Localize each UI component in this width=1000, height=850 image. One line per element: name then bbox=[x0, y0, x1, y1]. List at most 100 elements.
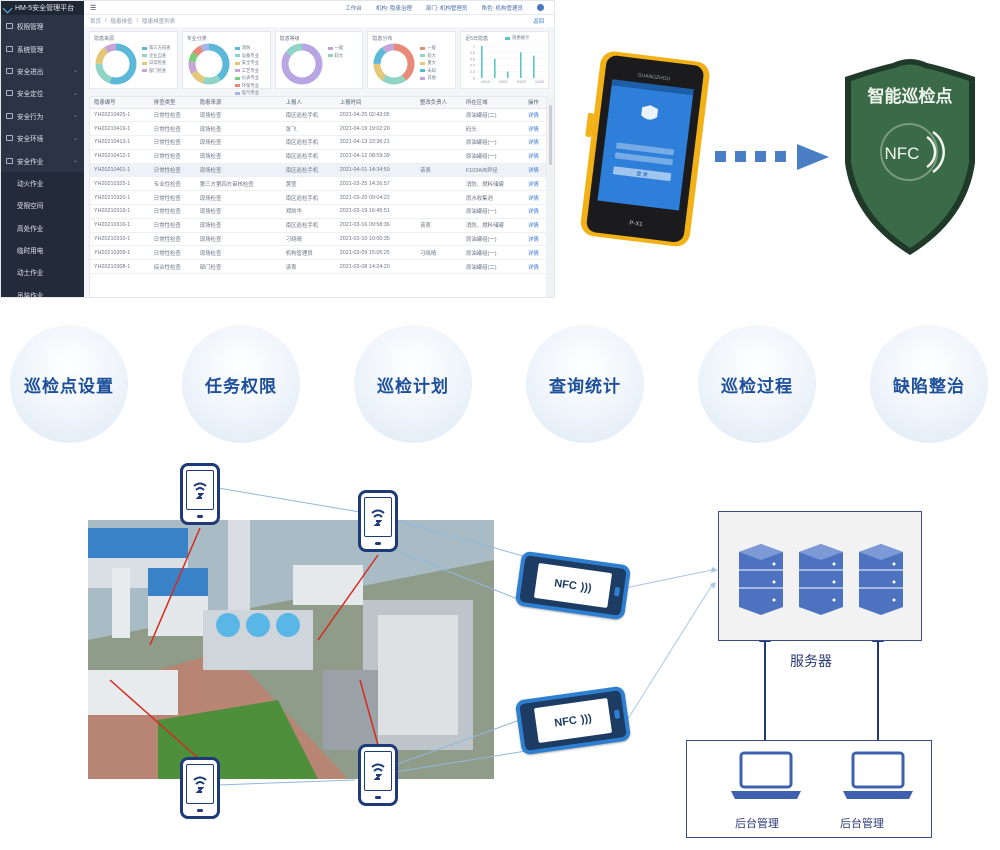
table-cell: YH20210308-1 bbox=[90, 259, 150, 275]
arrow-dot bbox=[755, 151, 766, 162]
legend-swatch bbox=[142, 54, 147, 57]
sidebar-item-label: 安全行为 bbox=[17, 113, 44, 121]
legend-label: 较大 bbox=[427, 52, 436, 58]
legend-label: 电气专业 bbox=[241, 90, 259, 95]
table-cell: 日常性检查 bbox=[149, 149, 196, 164]
hazard-table-grid: 隐患编号排查类型隐患来源上报人上报时间整改负责人所在区域操作 YH2021042… bbox=[90, 97, 546, 275]
sidebar-item[interactable]: 临时用电 bbox=[1, 238, 84, 262]
sidebar-item[interactable]: 安全定位⌄ bbox=[1, 82, 84, 104]
sidebar-item[interactable]: 权限管理 bbox=[1, 15, 84, 37]
legend-swatch bbox=[234, 76, 240, 80]
row-detail-link[interactable]: 详情 bbox=[523, 204, 546, 219]
table-cell: 南区巡检手机 bbox=[281, 163, 336, 178]
legend-item: 消防 bbox=[234, 45, 259, 51]
menu-icon[interactable]: ☰ bbox=[90, 4, 97, 12]
table-scrollbar[interactable] bbox=[548, 97, 553, 297]
user-avatar[interactable] bbox=[537, 4, 544, 11]
legend-swatch bbox=[142, 69, 147, 72]
row-detail-link[interactable]: 详情 bbox=[523, 163, 546, 178]
donut-slice bbox=[188, 43, 230, 85]
sidebar-item[interactable]: 安全环境⌄ bbox=[1, 127, 84, 149]
sidebar-item[interactable]: 安全进出⌄ bbox=[1, 60, 84, 82]
legend-item: 部门检查 bbox=[142, 68, 170, 74]
sidebar-item[interactable]: 受限空间 bbox=[1, 194, 84, 217]
return-link[interactable]: 返回 bbox=[532, 19, 544, 25]
sidebar-item[interactable]: 高处作业 bbox=[1, 216, 84, 239]
sidebar-item[interactable]: 安全行为⌄ bbox=[1, 105, 84, 127]
table-cell bbox=[416, 232, 462, 247]
row-detail-link[interactable]: 详情 bbox=[523, 149, 546, 164]
x-tick-label: 04/19 bbox=[481, 80, 490, 84]
sidebar-item[interactable]: 吊装作业 bbox=[1, 283, 84, 297]
y-tick-label: 0.6 bbox=[470, 57, 475, 61]
mgmt-label: 后台管理 bbox=[840, 818, 884, 830]
legend-item: 环保专业 bbox=[234, 83, 259, 89]
table-cell: YH20210309-1 bbox=[90, 245, 150, 261]
phone-screen bbox=[186, 764, 214, 804]
donut-slice bbox=[281, 43, 323, 85]
chart-card: 隐患分布一般较大重大未知其他 bbox=[367, 31, 457, 89]
table-cell: 日常性检查 bbox=[149, 204, 196, 219]
chart-card: 隐患来源第三方排查企业自查日常检查部门检查 bbox=[89, 31, 178, 89]
legend-swatch bbox=[234, 54, 240, 57]
warehouse bbox=[88, 670, 178, 715]
badge-face bbox=[851, 64, 969, 248]
sidebar-item-label: 受限空间 bbox=[17, 203, 44, 211]
scroll-thumb[interactable] bbox=[549, 105, 552, 165]
tablet-button bbox=[613, 586, 621, 597]
donut-slice bbox=[373, 43, 415, 85]
row-detail-link[interactable]: 详情 bbox=[523, 135, 546, 150]
tablet-screen: NFC))) bbox=[533, 563, 613, 608]
plant-scene-image bbox=[88, 520, 494, 779]
menu-item-icon bbox=[6, 135, 13, 142]
sidebar-item[interactable]: 安全作业⌄ bbox=[1, 149, 84, 171]
table-cell: 现场检查 bbox=[195, 163, 282, 178]
process-unit-frame bbox=[378, 615, 458, 735]
legend-swatch bbox=[505, 36, 511, 40]
topbar-workbench[interactable]: 工作台 bbox=[345, 5, 362, 12]
row-detail-link[interactable]: 详情 bbox=[523, 121, 546, 137]
legend-swatch bbox=[420, 46, 426, 50]
breadcrumb-home[interactable]: 首页 bbox=[90, 19, 102, 25]
menu-item-icon bbox=[6, 112, 13, 119]
legend-item: 隐患统计 bbox=[505, 35, 529, 41]
sidebar-item[interactable]: 系统管理 bbox=[1, 37, 84, 59]
bar bbox=[533, 55, 535, 78]
table-cell: 日常性检查 bbox=[149, 135, 196, 150]
row-detail-link[interactable]: 详情 bbox=[523, 218, 546, 233]
donut-slice bbox=[188, 43, 230, 85]
table-cell: 消防、燃料储罐 bbox=[461, 218, 524, 233]
sidebar-item[interactable]: 动火作业 bbox=[1, 171, 84, 195]
device-model: P-X1 bbox=[629, 221, 644, 229]
table-cell: 原油罐组(一) bbox=[461, 135, 524, 150]
server-icon bbox=[739, 544, 783, 615]
row-detail-link[interactable]: 详情 bbox=[523, 108, 546, 123]
row-detail-link[interactable]: 详情 bbox=[523, 259, 546, 275]
breadcrumb-section[interactable]: 隐患排查 bbox=[110, 19, 133, 25]
row-detail-link[interactable]: 详情 bbox=[523, 190, 546, 206]
table-cell: 南区巡检手机 bbox=[281, 108, 336, 123]
table-header-cell: 上报人 bbox=[281, 97, 336, 109]
legend-item: 企业自查 bbox=[142, 53, 170, 59]
row-detail-link[interactable]: 详情 bbox=[523, 176, 546, 192]
sidebar-item[interactable]: 动土作业 bbox=[1, 261, 84, 284]
table-cell: 该表 bbox=[416, 218, 462, 233]
row-detail-link[interactable]: 详情 bbox=[523, 232, 546, 247]
donut-chart bbox=[373, 43, 415, 85]
legend-label: 设备专业 bbox=[241, 52, 259, 58]
tablet-nfc-label: NFC bbox=[553, 576, 578, 592]
row-detail-link[interactable]: 详情 bbox=[523, 245, 546, 261]
